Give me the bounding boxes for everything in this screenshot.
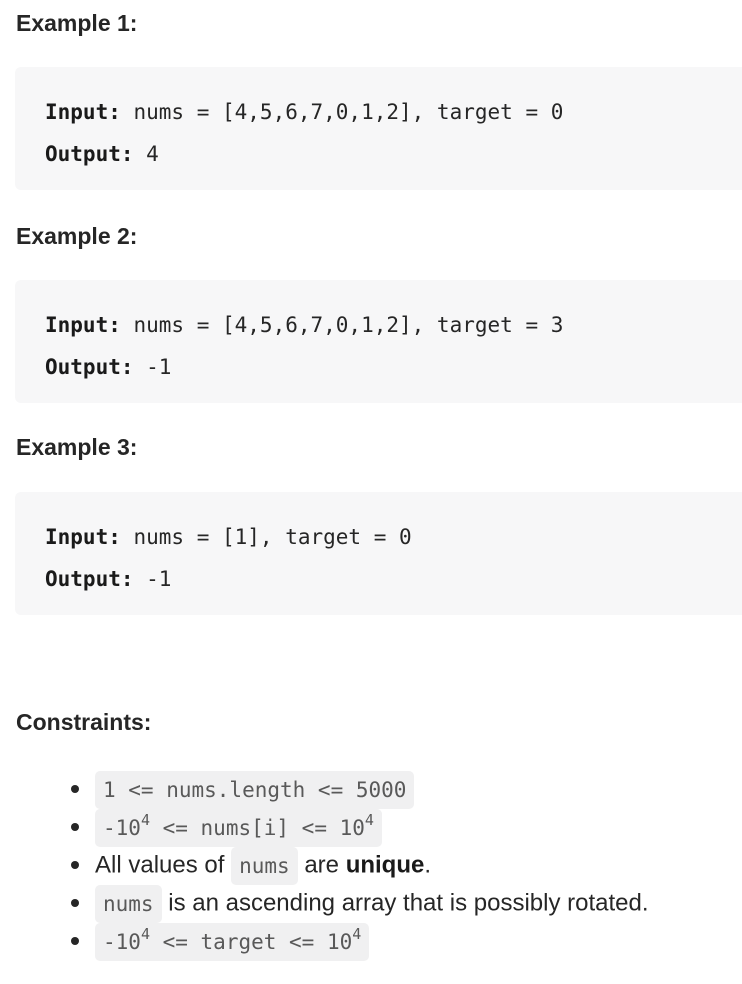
example-2-input-line: Input: nums = [4,5,6,7,0,1,2], target = … bbox=[45, 304, 742, 346]
input-label: Input: bbox=[45, 100, 121, 124]
constraint-text: are bbox=[297, 851, 346, 879]
constraint-item: nums is an ascending array that is possi… bbox=[0, 883, 742, 923]
bullet-icon bbox=[71, 937, 79, 945]
example-1-output-line: Output: 4 bbox=[45, 133, 742, 175]
example-1-input-line: Input: nums = [4,5,6,7,0,1,2], target = … bbox=[45, 91, 742, 133]
example-1-heading: Example 1: bbox=[16, 10, 138, 36]
example-2-heading: Example 2: bbox=[16, 223, 138, 249]
output-label: Output: bbox=[45, 355, 134, 379]
input-value: nums = [4,5,6,7,0,1,2], target = 3 bbox=[120, 313, 564, 337]
bullet-icon bbox=[71, 899, 79, 907]
constraint-text: . bbox=[424, 851, 432, 879]
example-3-output-line: Output: -1 bbox=[45, 558, 742, 600]
constraint-item: All values of nums are unique. bbox=[0, 845, 742, 885]
output-value: 4 bbox=[133, 142, 159, 166]
inline-code: nums bbox=[95, 885, 162, 923]
constraint-item: 1 <= nums.length <= 5000 bbox=[0, 769, 742, 809]
inline-code: -104 <= nums[i] <= 104 bbox=[95, 809, 382, 847]
example-3-heading: Example 3: bbox=[16, 434, 138, 460]
output-label: Output: bbox=[45, 567, 134, 591]
output-value: -1 bbox=[133, 567, 172, 591]
exponent: 4 bbox=[140, 811, 150, 829]
bullet-icon bbox=[71, 861, 79, 869]
constraints-heading: Constraints: bbox=[16, 709, 152, 735]
constraint-item: -104 <= target <= 104 bbox=[0, 921, 742, 961]
bullet-icon bbox=[71, 785, 79, 793]
example-3-code-block: Input: nums = [1], target = 0 Output: -1 bbox=[15, 492, 742, 615]
example-2-code-block: Input: nums = [4,5,6,7,0,1,2], target = … bbox=[15, 280, 742, 403]
example-3-input-line: Input: nums = [1], target = 0 bbox=[45, 516, 742, 558]
bullet-icon bbox=[71, 823, 79, 831]
example-1-code-block: Input: nums = [4,5,6,7,0,1,2], target = … bbox=[15, 67, 742, 190]
exponent: 4 bbox=[364, 811, 374, 829]
constraint-text: is an ascending array that is possibly r… bbox=[161, 889, 649, 917]
output-label: Output: bbox=[45, 142, 134, 166]
input-value: nums = [1], target = 0 bbox=[120, 525, 412, 549]
inline-code: 1 <= nums.length <= 5000 bbox=[95, 771, 415, 809]
exponent: 4 bbox=[352, 925, 362, 943]
input-label: Input: bbox=[45, 525, 121, 549]
inline-code: -104 <= target <= 104 bbox=[95, 923, 370, 961]
constraint-text: All values of bbox=[95, 851, 232, 879]
input-label: Input: bbox=[45, 313, 121, 337]
inline-code: nums bbox=[231, 847, 298, 885]
input-value: nums = [4,5,6,7,0,1,2], target = 0 bbox=[120, 100, 564, 124]
emphasis-text: unique bbox=[345, 851, 425, 879]
constraint-item: -104 <= nums[i] <= 104 bbox=[0, 807, 742, 847]
example-2-output-line: Output: -1 bbox=[45, 346, 742, 388]
exponent: 4 bbox=[140, 925, 150, 943]
output-value: -1 bbox=[133, 355, 172, 379]
